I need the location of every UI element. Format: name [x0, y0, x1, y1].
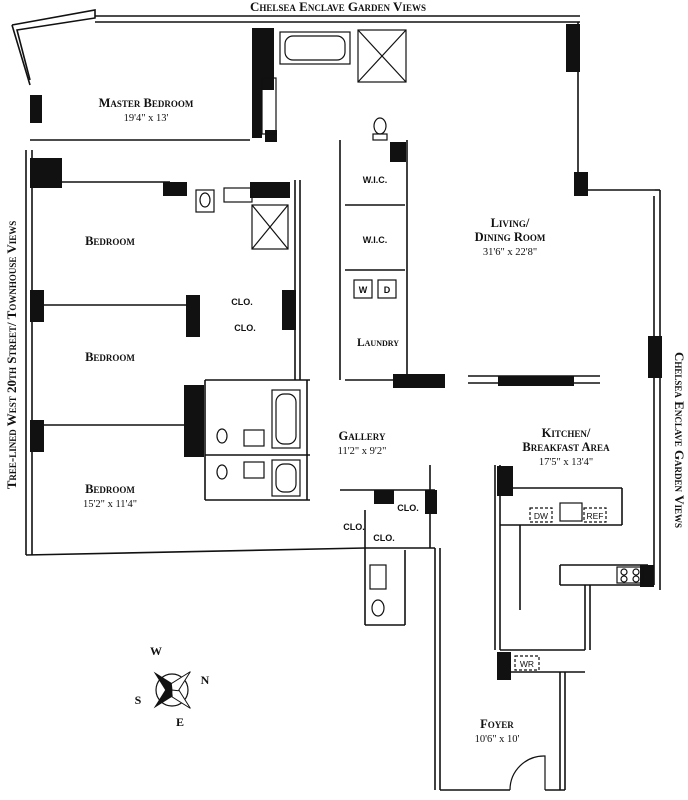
room-name-bedroom-2: Bedroom — [85, 350, 135, 364]
room-name-bedroom-1: Bedroom — [85, 234, 135, 248]
room-name-living: Living/ — [491, 216, 530, 230]
room-name-master-bedroom: Master Bedroom — [99, 96, 194, 110]
room-dim-living: 31'6" x 22'8" — [483, 247, 537, 258]
room-name-laundry: Laundry — [357, 337, 399, 349]
label-clo-5: CLO. — [373, 533, 395, 543]
room-name-kitchen-2: Breakfast Area — [522, 440, 610, 454]
view-label-top: Chelsea Enclave Garden Views — [250, 0, 426, 14]
label-dishwasher: DW — [534, 511, 548, 521]
compass-e: E — [176, 715, 184, 729]
room-name-kitchen: Kitchen/ — [542, 426, 591, 440]
walls — [11, 9, 661, 791]
label-clo-2: CLO. — [234, 323, 256, 333]
compass-s: S — [135, 693, 142, 707]
room-name-bedroom-3: Bedroom — [85, 482, 135, 496]
label-washer: W — [359, 285, 368, 295]
label-refrigerator: REF — [587, 511, 604, 521]
fixtures — [195, 29, 644, 791]
room-dim-kitchen: 17'5" x 13'4" — [539, 457, 593, 468]
room-dim-bedroom-3: 15'2" x 11'4" — [83, 499, 137, 510]
room-dim-master-bedroom: 19'4" x 13' — [124, 113, 169, 124]
label-clo-4: CLO. — [343, 522, 365, 532]
room-name-gallery: Gallery — [339, 429, 386, 443]
wall-blocks — [30, 24, 662, 680]
view-label-right: Chelsea Enclave Garden Views — [672, 352, 687, 528]
room-name-living-2: Dining Room — [475, 230, 546, 244]
label-clo-3: CLO. — [397, 503, 419, 513]
label-wic-2: W.I.C. — [363, 235, 388, 245]
label-wine-refrigerator: WR — [520, 659, 534, 669]
compass-n: N — [201, 673, 210, 687]
view-label-left: Tree-lined West 20th Street/ Townhouse V… — [4, 221, 19, 490]
room-dim-foyer: 10'6" x 10' — [475, 734, 520, 745]
label-clo-1: CLO. — [231, 297, 253, 307]
label-wic-1: W.I.C. — [363, 175, 388, 185]
compass-rose-icon — [153, 671, 191, 709]
label-dryer: D — [384, 285, 391, 295]
compass-w: W — [150, 644, 162, 658]
room-name-foyer: Foyer — [480, 717, 514, 731]
room-dim-gallery: 11'2" x 9'2" — [338, 446, 387, 457]
